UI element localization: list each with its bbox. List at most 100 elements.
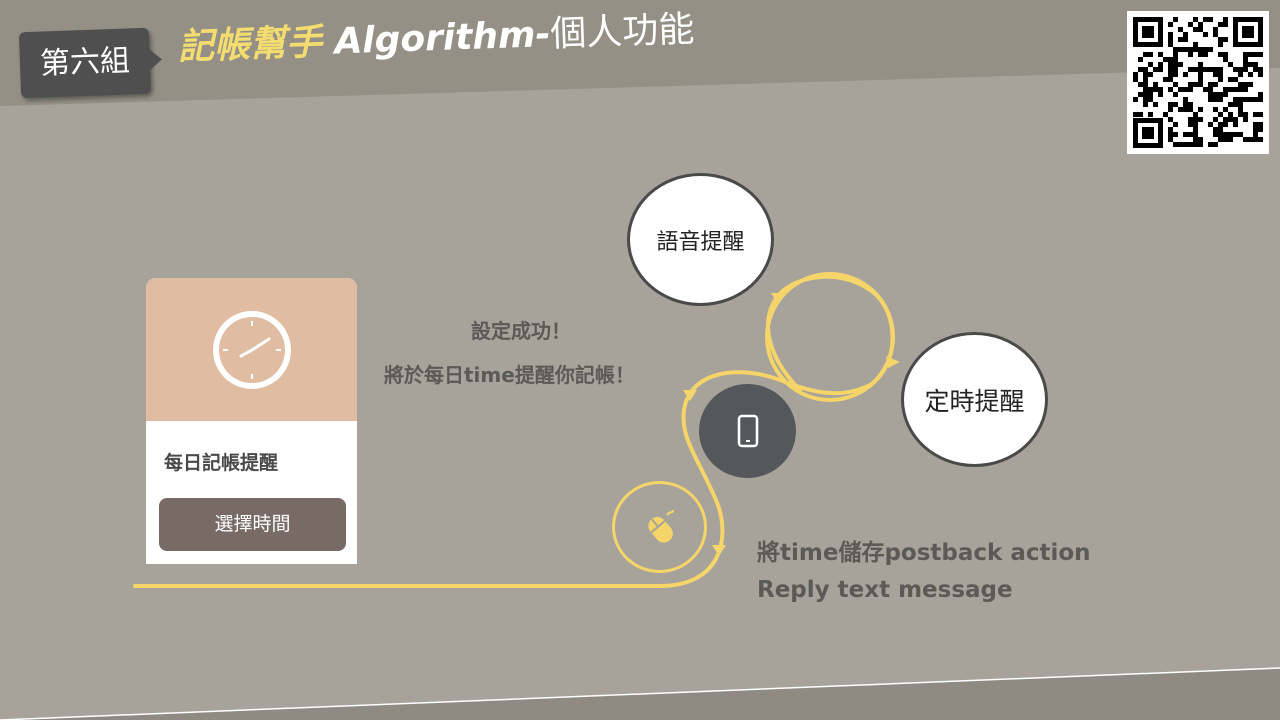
qr-module — [1148, 112, 1153, 117]
qr-module — [1233, 97, 1238, 102]
qr-module — [1243, 67, 1248, 72]
qr-module — [1223, 137, 1228, 142]
qr-module — [1208, 142, 1213, 147]
header-band — [0, 0, 1280, 106]
qr-module — [1253, 137, 1258, 142]
qr-module — [1193, 127, 1198, 132]
qr-module — [1143, 97, 1148, 102]
qr-module — [1198, 67, 1203, 72]
qr-module — [1143, 87, 1148, 92]
qr-module — [1243, 87, 1248, 92]
qr-module — [1138, 67, 1143, 72]
qr-module — [1218, 97, 1223, 102]
qr-module — [1158, 52, 1163, 57]
title-part2: Algorithm- — [321, 14, 552, 63]
qr-module — [1183, 102, 1188, 107]
qr-module — [1243, 97, 1248, 102]
qr-module — [1193, 42, 1198, 47]
qr-module — [1173, 92, 1178, 97]
qr-module — [1143, 102, 1148, 107]
reply-note: Reply text message — [757, 577, 1013, 603]
qr-module — [1193, 117, 1198, 122]
mouse-icon — [647, 509, 674, 543]
qr-module — [1258, 52, 1263, 57]
select-time-button[interactable]: 選擇時間 — [159, 498, 346, 551]
qr-module — [1153, 87, 1158, 92]
qr-module — [1208, 92, 1213, 97]
qr-module — [1188, 107, 1193, 112]
qr-module — [1253, 127, 1258, 132]
qr-module — [1223, 57, 1228, 62]
qr-module — [1178, 47, 1183, 52]
postback-note: 將time儲存postback action — [757, 540, 1091, 566]
qr-module — [1243, 82, 1248, 87]
qr-module — [1208, 97, 1213, 102]
qr-module — [1243, 62, 1248, 67]
qr-module — [1203, 47, 1208, 52]
flow-arrow-4 — [886, 356, 900, 368]
qr-module — [1178, 107, 1183, 112]
timer-reminder-circle: 定時提醒 — [901, 332, 1048, 467]
qr-module — [1213, 27, 1218, 32]
qr-module — [1253, 122, 1258, 127]
qr-module — [1148, 62, 1153, 67]
flow-arrow-3 — [771, 293, 785, 304]
qr-module — [1233, 102, 1238, 107]
qr-module — [1193, 47, 1198, 52]
qr-module — [1183, 32, 1188, 37]
qr-module — [1148, 52, 1153, 57]
qr-module — [1178, 87, 1183, 92]
qr-module — [1168, 127, 1173, 132]
qr-module — [1248, 72, 1253, 77]
qr-module — [1198, 22, 1203, 27]
qr-module — [1213, 67, 1218, 72]
qr-module — [1193, 82, 1198, 87]
qr-module — [1253, 52, 1258, 57]
timer-reminder-label: 定時提醒 — [924, 386, 1025, 416]
qr-module — [1223, 107, 1228, 112]
qr-module — [1258, 137, 1263, 142]
qr-module — [1143, 67, 1148, 72]
qr-module — [1143, 92, 1148, 97]
qr-module — [1173, 82, 1178, 87]
qr-module — [1228, 137, 1233, 142]
qr-module — [1148, 72, 1153, 77]
qr-module — [1223, 87, 1228, 92]
qr-module — [1218, 37, 1223, 42]
qr-module — [1218, 137, 1223, 142]
qr-module — [1208, 82, 1213, 87]
qr-module — [1153, 67, 1158, 72]
qr-module — [1168, 107, 1173, 112]
qr-module — [1198, 142, 1203, 147]
success-message: 設定成功！ — [471, 319, 571, 343]
qr-module — [1173, 57, 1178, 62]
qr-module — [1188, 117, 1193, 122]
qr-module — [1158, 62, 1163, 67]
qr-module — [1133, 77, 1138, 82]
qr-module — [1183, 72, 1188, 77]
title-part1: 記帳幫手 — [177, 21, 323, 68]
qr-module — [1198, 137, 1203, 142]
qr-module — [1173, 67, 1178, 72]
qr-module — [1193, 132, 1198, 137]
qr-module — [1228, 132, 1233, 137]
qr-module — [1208, 87, 1213, 92]
qr-module — [1163, 57, 1168, 62]
qr-module — [1168, 102, 1173, 107]
qr-module — [1218, 92, 1223, 97]
qr-module — [1203, 52, 1208, 57]
qr-module — [1183, 47, 1188, 52]
qr-module — [1238, 112, 1243, 117]
qr-module — [1223, 132, 1228, 137]
qr-module — [1173, 17, 1178, 22]
qr-module — [1188, 47, 1193, 52]
phone-circle — [699, 384, 796, 478]
qr-module — [1198, 117, 1203, 122]
flow-loop — [765, 272, 895, 402]
qr-module — [1168, 32, 1173, 37]
qr-module — [1243, 57, 1248, 62]
qr-module — [1173, 52, 1178, 57]
qr-module — [1233, 87, 1238, 92]
qr-module — [1223, 52, 1228, 57]
